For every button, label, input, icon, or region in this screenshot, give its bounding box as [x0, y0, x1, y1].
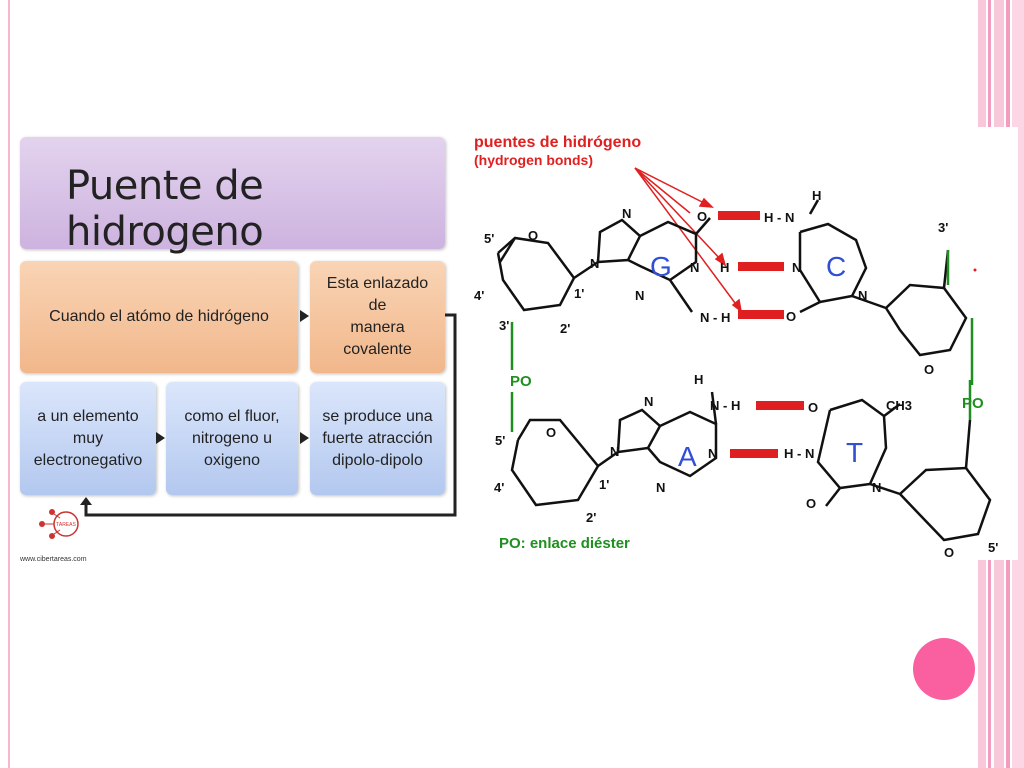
nitrogen-label: N — [610, 444, 619, 459]
prime-4-top: 4' — [474, 288, 484, 303]
prime-1-top: 1' — [574, 286, 584, 301]
base-t: T — [846, 437, 863, 468]
prime-5-bot: 5' — [495, 433, 505, 448]
hydrogen-label: H — [720, 260, 729, 275]
flow-text: manera covalente — [343, 319, 412, 358]
nitrogen-label: N — [656, 480, 665, 495]
left-border-line — [8, 0, 10, 768]
prime-5-top: 5' — [484, 231, 494, 246]
flow-text: se produce una — [322, 407, 433, 425]
footer-url: www.cibertareas.com — [20, 556, 87, 563]
oxygen-label: O — [786, 309, 796, 324]
oxygen-label: O — [806, 496, 816, 511]
prime-2-bot: 2' — [586, 510, 596, 525]
nitrogen-label: N — [872, 480, 881, 495]
po-label-left: PO — [510, 373, 532, 390]
nitrogen-label: N — [644, 394, 653, 409]
flow-box-covalent: Esta enlazado de manera covalente — [310, 261, 445, 373]
hydrogen-label: H — [812, 188, 821, 203]
arrow-right-icon — [156, 432, 165, 444]
red-dot — [973, 268, 977, 272]
flow-text: dipolo-dipolo — [332, 451, 423, 469]
nitrogen-label: N — [622, 206, 631, 221]
return-connector — [80, 313, 457, 517]
po-label-right: PO — [962, 395, 984, 412]
prime-5-right: 5' — [988, 540, 998, 555]
prime-3-top: 3' — [499, 318, 509, 333]
oxygen-label: O — [924, 362, 934, 377]
amine-label: N - H — [710, 398, 740, 413]
nitrogen-label: N — [792, 260, 801, 275]
logo-text: TAREAS — [56, 522, 76, 528]
oxygen-label: O — [808, 400, 818, 415]
methyl-label: CH3 — [886, 398, 912, 413]
page-title: Puente de hidrogeno — [66, 163, 264, 255]
dna-diagram-panel — [463, 127, 1018, 560]
flow-text: oxigeno — [203, 451, 261, 469]
prime-4-bot: 4' — [494, 480, 504, 495]
oxygen-label: O — [546, 425, 556, 440]
hbond-title: puentes de hidrógeno — [474, 134, 641, 151]
flow-text: a un elemento — [37, 407, 139, 425]
hbond-subtitle: (hydrogen bonds) — [474, 152, 593, 168]
amine-label: H - N — [764, 210, 794, 225]
flow-box-start: Cuando el atómo de hidrógeno — [20, 261, 298, 373]
flow-text: nitrogeno u — [191, 429, 273, 447]
prime-2-top: 2' — [560, 321, 570, 336]
cibertareas-logo: TAREAS — [39, 509, 79, 539]
amine-label: H - N — [784, 446, 814, 461]
title-box: Puente de hidrogeno — [20, 137, 445, 255]
flow-box-elements: como el fluor, nitrogeno u oxigeno — [166, 382, 298, 495]
amine-label: N - H — [700, 310, 730, 325]
oxygen-label: O — [697, 209, 707, 224]
base-c: C — [826, 251, 846, 282]
flow-text: Esta enlazado de — [326, 275, 429, 314]
prime-1-bot: 1' — [599, 477, 609, 492]
decorative-pink-circle — [913, 638, 975, 700]
nitrogen-label: N — [590, 256, 599, 271]
flow-box-attraction: se produce una fuerte atracción dipolo-d… — [310, 382, 445, 495]
nitrogen-label: N — [708, 446, 717, 461]
nitrogen-label: N — [858, 288, 867, 303]
prime-3-right: 3' — [938, 220, 948, 235]
arrow-right-icon — [300, 310, 309, 322]
base-g: G — [650, 251, 672, 282]
oxygen-label: O — [944, 545, 954, 560]
flow-text: como el fluor, — [184, 407, 280, 425]
flow-text: electronegativo — [33, 451, 143, 469]
flow-text: Cuando el atómo de hidrógeno — [49, 308, 269, 325]
nitrogen-label: N — [635, 288, 644, 303]
flow-box-electronegative: a un elemento muy electronegativo — [20, 382, 156, 495]
flow-text: muy — [72, 429, 104, 447]
hydrogen-label: H — [694, 372, 703, 387]
arrow-right-icon — [300, 432, 309, 444]
flow-text: fuerte atracción — [322, 429, 433, 447]
nitrogen-label: N — [690, 260, 699, 275]
base-a: A — [678, 441, 697, 472]
po-legend: PO: enlace diéster — [499, 535, 630, 552]
oxygen-label: O — [528, 228, 538, 243]
